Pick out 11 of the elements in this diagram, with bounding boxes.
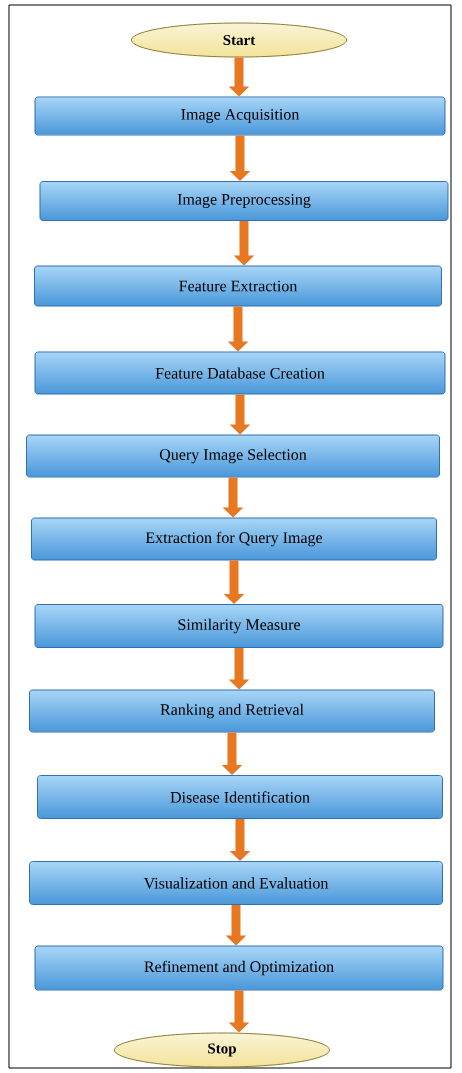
process-box: Visualization and Evaluation (29, 861, 443, 905)
process-box: Feature Extraction (34, 265, 442, 307)
process-box: Refinement and Optimization (34, 945, 444, 991)
process-box: Image Acquisition (34, 96, 446, 136)
process-box: Similarity Measure (34, 604, 444, 648)
process-box: Image Preprocessing (39, 181, 449, 221)
process-box: Disease Identification (37, 775, 443, 819)
process-box: Extraction for Query Image (31, 517, 437, 561)
process-box: Ranking and Retrieval (29, 689, 435, 733)
process-box: Feature Database Creation (34, 351, 446, 395)
process-box: Query Image Selection (26, 434, 440, 478)
